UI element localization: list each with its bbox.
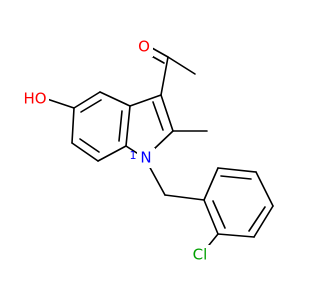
bond-ar5-ar6: [217, 233, 255, 238]
bond-ar4-ar5: [253, 205, 274, 238]
bond-ar2-ar3: [217, 167, 257, 173]
bond-c3a-c7a-aromatic: [118, 110, 123, 142]
nitrogen-locant-label: 1: [130, 149, 137, 162]
bond-c4-c5-double: [80, 99, 102, 113]
bond-c5-oh: [46, 98, 75, 109]
bond-c6-c7: [71, 142, 99, 162]
bond-c7-c7a: [97, 145, 127, 162]
atom-labels: O HO N 1 Cl: [21, 37, 213, 265]
oxygen-carbonyl-label: O: [138, 38, 150, 56]
bond-ar2-ar3-double: [220, 175, 252, 180]
bond-ar1-ar2: [203, 167, 219, 201]
hydroxyl-label: HO: [23, 90, 46, 108]
bond-ar3-ar4: [255, 171, 274, 207]
bond-carbonyl-ring: [160, 56, 169, 96]
bond-carbonyl-methyl: [167, 56, 196, 75]
bond-c5-c6: [71, 107, 75, 144]
bond-ar6-ar1: [203, 199, 219, 235]
bond-ar6-ar1-double: [212, 200, 226, 229]
bond-c4-c5: [73, 91, 101, 109]
bonds: [46, 47, 274, 251]
bond-c3-c2-double: [152, 101, 164, 131]
bond-n1-ch2: [147, 163, 166, 196]
chlorine-label: Cl: [193, 246, 208, 264]
nitrogen-label: N: [140, 149, 151, 167]
bond-c6-c7-double: [79, 138, 100, 153]
bond-carbonyl-double-1: [151, 47, 169, 58]
bond-c3-c3a: [129, 94, 162, 107]
bond-ar4-ar5-double: [248, 206, 266, 232]
bond-c2-n1: [152, 130, 174, 151]
bond-c3a-c4: [99, 91, 131, 107]
molecule-structure: O HO N 1 Cl: [21, 37, 274, 265]
bond-ch2-aryl: [164, 194, 205, 201]
bond-c7a-c3a: [125, 105, 131, 147]
bond-c3-c2: [160, 94, 174, 132]
